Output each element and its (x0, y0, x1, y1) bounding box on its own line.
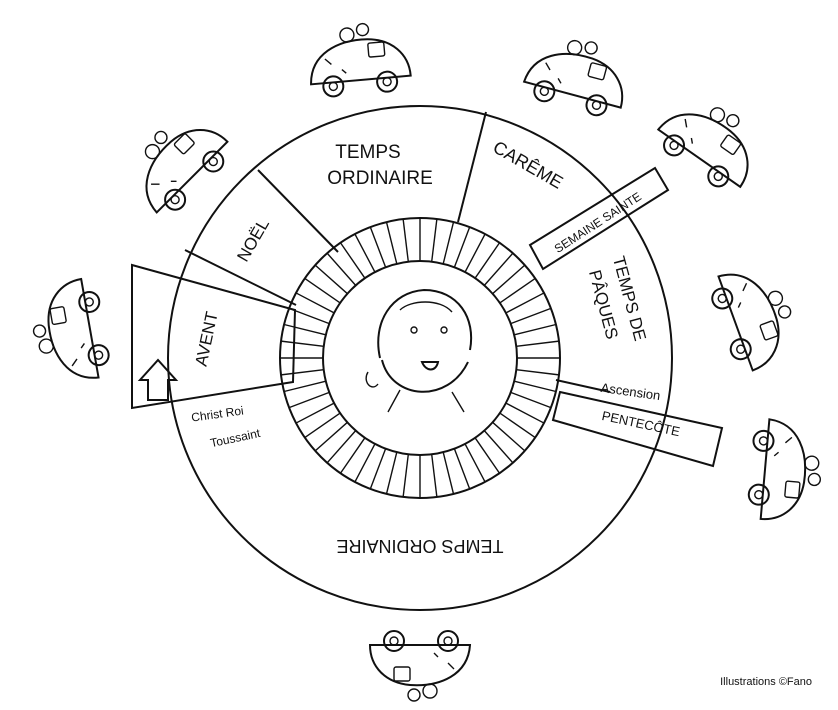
week-tick (465, 234, 485, 272)
ascension-label: Ascension (600, 380, 661, 403)
week-tick (289, 392, 329, 407)
temps-ordinaire-top-line1: TEMPS (335, 142, 400, 163)
divider-ordinaire-careme (458, 112, 486, 222)
week-tick (454, 227, 469, 267)
week-tick (370, 227, 385, 267)
week-tick (514, 324, 556, 334)
car-illustration-icon (520, 28, 635, 121)
week-tick (514, 381, 556, 391)
noel-label: NOËL (233, 215, 273, 265)
week-tick (465, 444, 485, 482)
week-tick (443, 222, 453, 264)
week-tick (281, 341, 324, 346)
week-tick (296, 403, 334, 423)
avent-label: AVENT (192, 310, 222, 368)
car-illustration-icon (650, 84, 772, 199)
week-ticks (280, 218, 560, 498)
week-tick (296, 293, 334, 313)
week-tick (506, 403, 544, 423)
week-tick (403, 219, 408, 262)
week-tick (386, 222, 396, 264)
car-illustration-icon (747, 418, 825, 524)
week-tick (506, 293, 544, 313)
week-tick (284, 324, 326, 334)
credit-text: Illustrations ©Fano (720, 676, 812, 688)
week-tick (355, 234, 375, 272)
pentecote-label: PENTECÔTE (601, 408, 682, 439)
week-tick (511, 392, 551, 407)
temps-ordinaire-bottom: TEMPS ORDINAIRE (336, 536, 503, 556)
week-tick (432, 454, 437, 497)
week-tick (281, 370, 324, 375)
christ-roi-label: Christ Roi (190, 403, 244, 424)
week-tick (403, 454, 408, 497)
car-illustration-icon (705, 257, 805, 375)
week-tick (454, 449, 469, 489)
car-illustration-icon (370, 631, 470, 701)
week-tick (432, 219, 437, 262)
week-tick (355, 444, 375, 482)
week-tick (370, 449, 385, 489)
jesus-face-icon (366, 290, 471, 412)
temps-ordinaire-top-line2: ORDINAIRE (327, 168, 433, 189)
car-illustration-icon (306, 20, 412, 98)
car-illustration-icon (26, 277, 112, 388)
week-tick (386, 452, 396, 494)
divider-noel-ordinaire (258, 170, 338, 252)
week-tick (516, 370, 559, 375)
week-tick (443, 452, 453, 494)
week-tick (516, 341, 559, 346)
car-illustrations (26, 20, 825, 701)
toussaint-label: Toussaint (209, 426, 262, 450)
week-tick (511, 308, 551, 323)
